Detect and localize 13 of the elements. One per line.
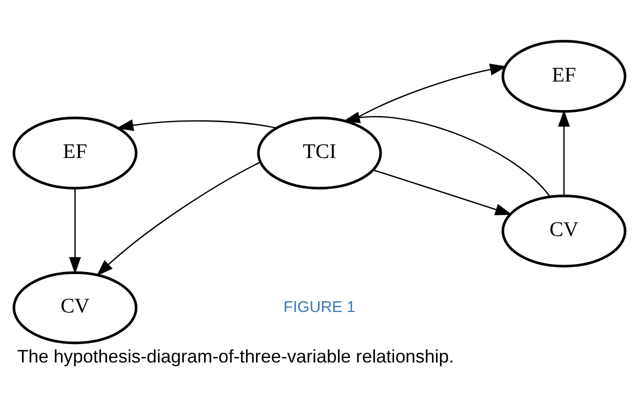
- caption: The hypothesis-diagram-of-three-variable relationship.: [17, 346, 454, 367]
- arrow: [373, 169, 512, 216]
- arrow: [558, 110, 570, 196]
- arrow: [342, 112, 551, 198]
- node-ellipse: CV: [12, 271, 138, 344]
- node-ellipse: EF: [502, 40, 626, 113]
- node-ellipse: TCI: [257, 116, 382, 190]
- arrow: [96, 162, 260, 276]
- node-ellipse: CV: [502, 194, 626, 268]
- arrow: [69, 188, 81, 274]
- label: FIGURE 1: [284, 298, 356, 316]
- node-ellipse: EF: [12, 116, 138, 190]
- arrow: [116, 119, 277, 132]
